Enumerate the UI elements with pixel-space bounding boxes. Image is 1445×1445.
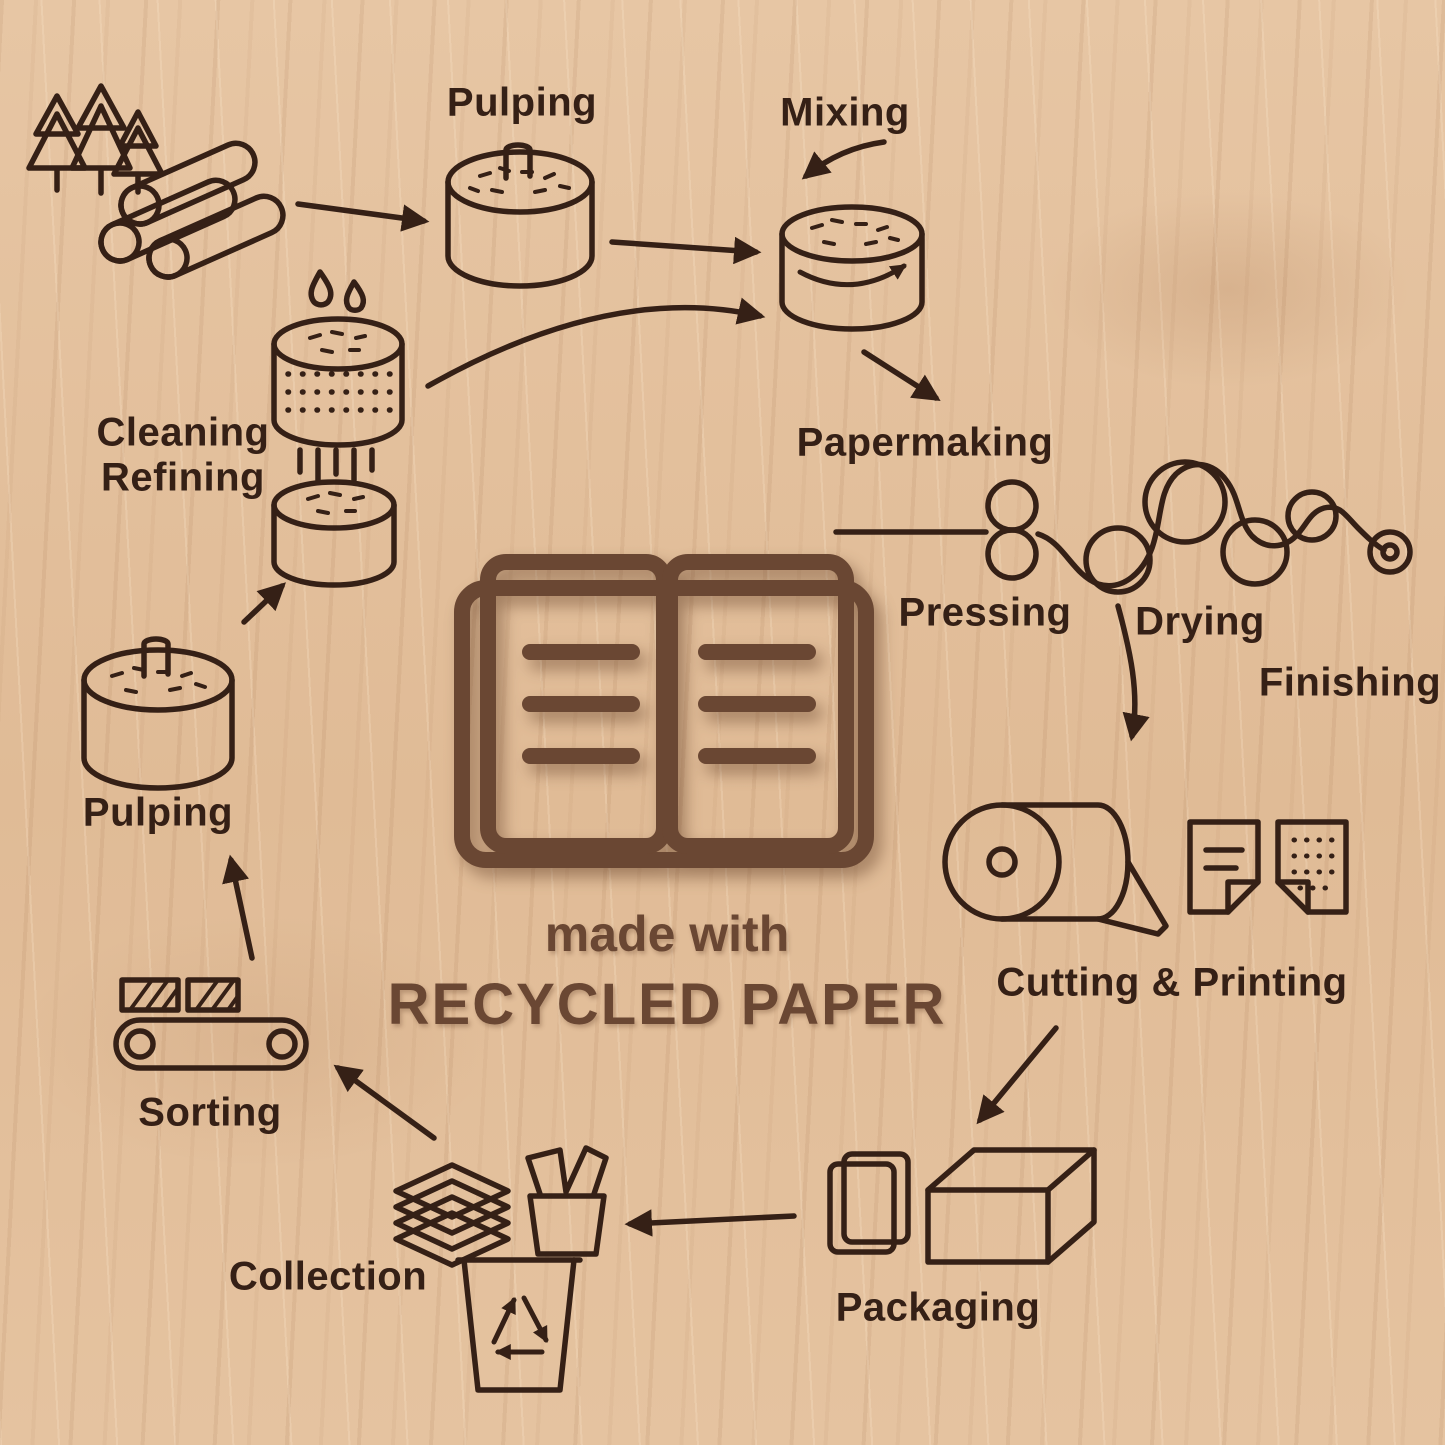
label-cutting-printing: Cutting & Printing [996,960,1348,1005]
paper-roll-icon [942,802,1169,937]
pulping-vat-icon [445,142,595,289]
label-finishing: Finishing [1258,660,1442,705]
paper-stack-icon [393,1162,511,1268]
label-collection: Collection [228,1254,428,1299]
cleaning-sieve-icon [271,316,405,483]
packaged-book-icon [827,1151,911,1255]
water-drops-icon [308,269,367,314]
packaging-box-icon [925,1147,1097,1265]
arrow-pulping-to-mixing [609,236,762,265]
label-pulping-left: Pulping [82,790,234,835]
cut-sheets-icon [1187,819,1349,915]
label-cleaning: Cleaning [96,410,270,455]
arrow-collection-to-sorting [333,1064,437,1141]
label-pulping-top: Pulping [446,80,598,125]
mixing-vat-icon [779,204,925,332]
arrow-logs-to-pulping [295,201,430,232]
label-papermaking: Papermaking [796,420,1054,465]
trees-icon [26,83,165,196]
label-pressing: Pressing [898,590,1072,635]
arrow-packaging-to-collection [624,1209,797,1237]
arrow-drying-down [1115,603,1150,742]
arrow-cleaning-to-mixing [425,297,766,389]
papermaking-rollers-icon [833,459,1413,595]
recycle-bin-icon [455,1257,583,1393]
center-caption: made with RECYCLED PAPER [388,905,947,1038]
open-book-icon [454,554,874,868]
conveyor-sorting-icon [113,977,309,1071]
label-drying: Drying [1135,599,1265,644]
caption-recycled-paper: RECYCLED PAPER [387,972,947,1037]
label-refining: Refining [101,455,265,500]
arrow-cutting-to-packaging [976,1025,1059,1125]
caption-made-with: made with [544,906,790,962]
arrow-pulping-to-cleaning [241,582,286,625]
label-packaging: Packaging [835,1285,1041,1330]
pulping-vat-left-icon [81,636,235,791]
collection-box-icon [525,1145,609,1257]
arrow-mixing-to-papermaking [861,349,941,401]
label-mixing: Mixing [780,90,910,135]
arrow-sorting-to-pulping [222,854,255,961]
label-sorting: Sorting [138,1090,282,1135]
refining-vat-icon [271,479,397,588]
arrow-mixing-label [801,139,887,180]
logs-icon [98,140,286,280]
